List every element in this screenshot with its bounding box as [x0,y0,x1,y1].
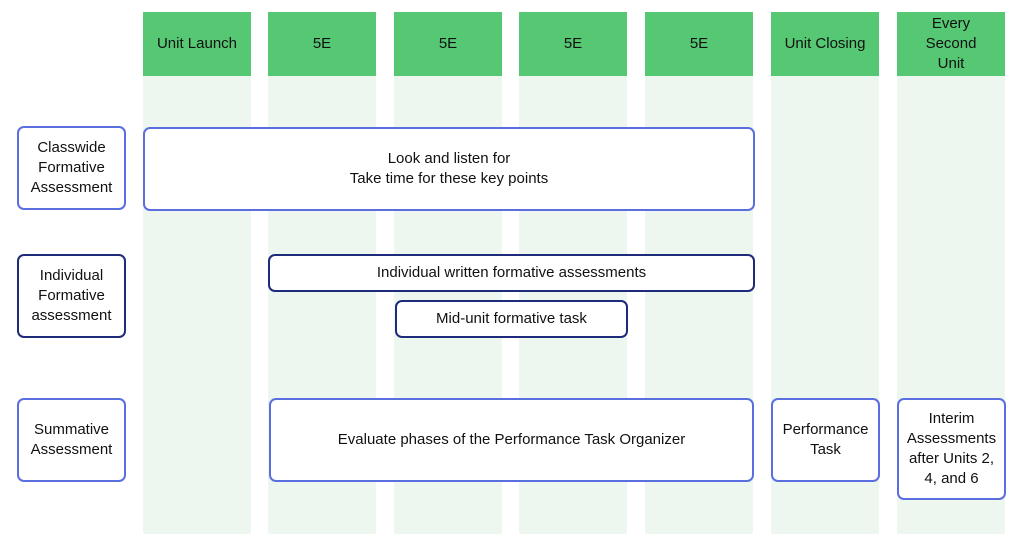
column-bg-unit-launch [143,12,251,534]
interim-assessments-box: Interim Assessments after Units 2, 4, an… [897,398,1006,500]
column-header-5e-2: 5E [394,12,502,76]
column-header-unit-closing: Unit Closing [771,12,879,76]
column-header-5e-1: 5E [268,12,376,76]
row-label-individual: Individual Formative assessment [17,254,126,338]
column-header-5e-3: 5E [519,12,627,76]
row-label-classwide: Classwide Formative Assessment [17,126,126,210]
column-header-every-second-unit: Every Second Unit [897,12,1005,76]
column-header-unit-launch: Unit Launch [143,12,251,76]
performance-task-box: Performance Task [771,398,880,482]
column-header-5e-4: 5E [645,12,753,76]
individual-written-box: Individual written formative assessments [268,254,755,292]
row-label-summative: Summative Assessment [17,398,126,482]
mid-unit-task-box: Mid-unit formative task [395,300,628,338]
evaluate-phases-box: Evaluate phases of the Performance Task … [269,398,754,482]
look-and-listen-box: Look and listen for Take time for these … [143,127,755,211]
